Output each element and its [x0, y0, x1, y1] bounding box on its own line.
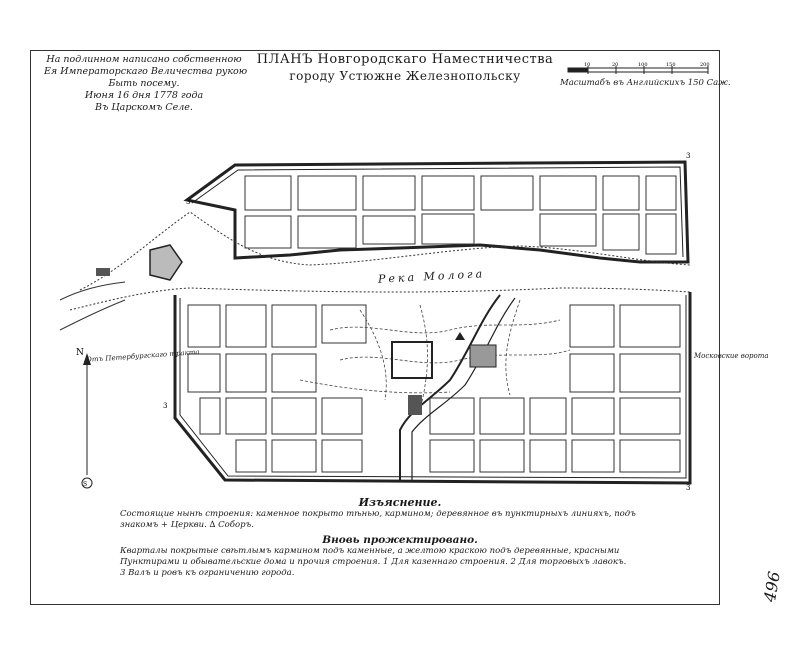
- scale-ruler: 10 20 100 150 200: [567, 62, 710, 74]
- legend-row: 3 Валъ и ровъ къ ограничению города.: [120, 568, 295, 578]
- scale-tick-label: 150: [666, 62, 676, 68]
- approval-line: Въ Царскомъ Селе.: [95, 102, 193, 113]
- legend-row: Кварталы покрытые свѣтлымъ кармином подъ…: [120, 546, 620, 556]
- north-letter: N: [76, 348, 84, 358]
- legend-row: Пунктирами и обывательские дома и прочия…: [120, 557, 627, 567]
- legend: Изъяснение. Состоящие нынѣ строения: кам…: [120, 496, 680, 579]
- east-gate-label: Московские ворота: [694, 352, 769, 360]
- approval-line: Июня 16 дня 1778 года: [84, 90, 204, 101]
- map-frame: [30, 50, 720, 605]
- legend-row: Состоящие нынѣ строения: каменное покрыт…: [120, 509, 636, 519]
- legend-row: знакомъ + Церкви. ∆ Соборъ.: [120, 520, 254, 530]
- imperial-approval-inscription: На подлинном написано собственною Ея Имп…: [44, 54, 248, 114]
- legend-subheading: Вновь прожектировано.: [322, 534, 478, 546]
- south-letter: S: [83, 481, 87, 488]
- scale-bar: 10 20 100 150 200 Масштабъ въ Английских…: [560, 62, 731, 88]
- archive-number: 496: [760, 569, 785, 604]
- approval-line: Ея Императорскаго Величества рукою: [44, 66, 248, 77]
- scale-caption: Масштабъ въ Английскихъ 150 Саж.: [560, 78, 731, 88]
- north-arrow: N S: [76, 348, 93, 489]
- scale-tick-label: 200: [700, 62, 710, 68]
- title-line-2: городу Устюжне Железнопольску: [289, 69, 521, 83]
- map-title: ПЛАНЪ Новгородскаго Наместничества город…: [255, 52, 555, 83]
- approval-line: Быть посему.: [108, 78, 180, 89]
- approval-line: На подлинном написано собственною: [46, 54, 242, 65]
- scale-tick-label: 20: [612, 62, 618, 68]
- scale-tick-label: 10: [584, 62, 590, 68]
- scale-tick-label: 100: [638, 62, 648, 68]
- legend-heading: Изъяснение.: [358, 496, 442, 509]
- title-line-1: ПЛАНЪ Новгородскаго Наместничества: [256, 52, 554, 67]
